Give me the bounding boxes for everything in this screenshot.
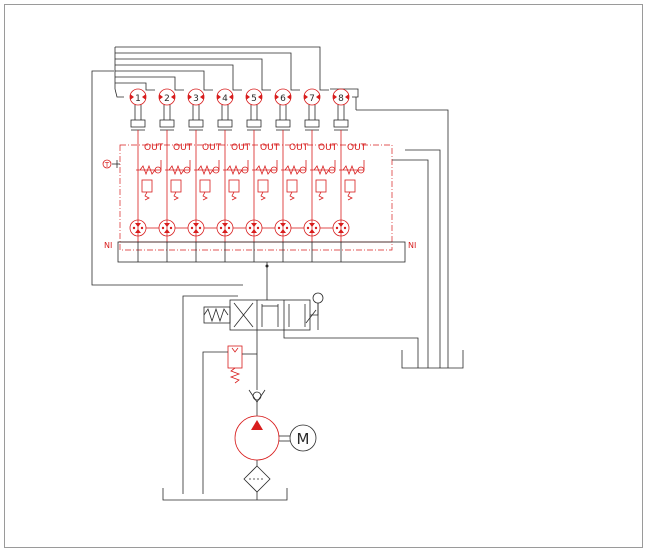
actuator-label: 6 <box>280 94 286 104</box>
valve-section-5 <box>245 145 278 262</box>
actuator-label: 7 <box>309 94 315 104</box>
actuator-label: 3 <box>193 94 199 104</box>
drawing-frame <box>4 4 643 548</box>
valve-section-4 <box>216 145 249 262</box>
control-line-bus <box>91 46 359 286</box>
actuator-label: 4 <box>222 94 228 104</box>
motor-label: M <box>297 430 310 448</box>
outlet-label: OUT <box>202 143 222 153</box>
relief-valve <box>202 345 257 494</box>
outlet-label: OUT <box>318 143 338 153</box>
valve-section-6 <box>274 145 307 262</box>
outlet-label: OUT <box>289 143 309 153</box>
directional-valve <box>182 292 419 494</box>
pressure-lines <box>117 97 464 369</box>
outlet-label: OUT <box>173 143 193 153</box>
actuator-label: 5 <box>251 94 257 104</box>
inlet-label-left: NI <box>104 241 112 250</box>
inlet-label-right: NI <box>408 241 416 250</box>
valve-sections <box>129 145 365 262</box>
outlet-label: OUT <box>260 143 280 153</box>
junction-dot <box>265 264 269 268</box>
tank-port: T <box>102 159 120 169</box>
valve-section-8 <box>332 145 365 262</box>
valve-section-3 <box>187 145 220 262</box>
outlet-label: OUT <box>144 143 164 153</box>
tank-port-label: T <box>104 161 110 169</box>
electric-motor: M <box>289 424 317 452</box>
outlet-label: OUT <box>347 143 367 153</box>
hydraulic-pump <box>234 415 290 466</box>
outlet-label: OUT <box>231 143 251 153</box>
reservoir <box>162 488 288 501</box>
actuator-label: 8 <box>338 94 344 104</box>
valve-section-1 <box>129 145 162 262</box>
actuator-label: 1 <box>135 94 141 104</box>
pump-check-valve <box>248 389 266 416</box>
valve-section-2 <box>158 145 191 262</box>
suction-filter <box>243 465 271 500</box>
actuator-label: 2 <box>164 94 170 104</box>
valve-section-7 <box>303 145 336 262</box>
